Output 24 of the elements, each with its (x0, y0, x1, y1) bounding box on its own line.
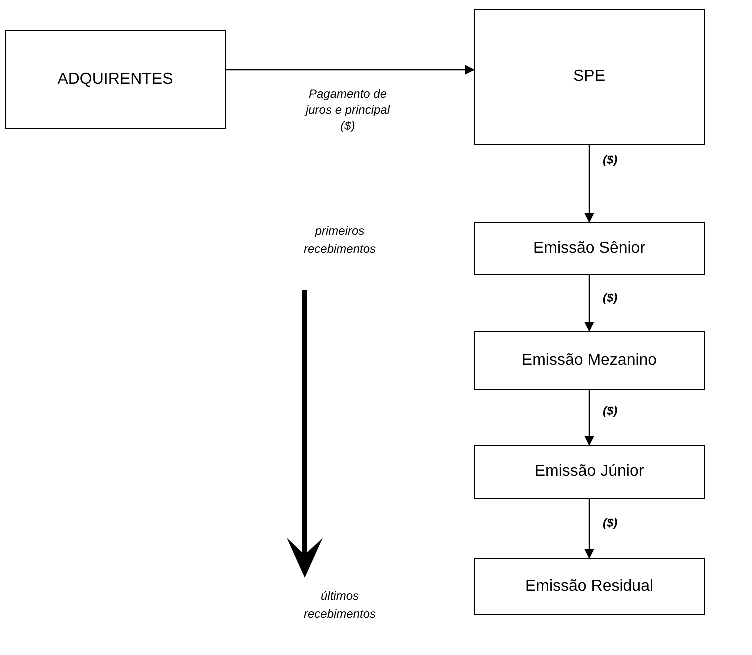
process-box (474, 222, 705, 275)
arrow (584, 145, 594, 223)
edge-label: ($) (603, 290, 619, 306)
edge-label: ($) (603, 152, 619, 168)
process-box (474, 9, 705, 145)
box-text: Emissão Júnior (534, 462, 644, 482)
process-box (474, 445, 705, 499)
box-text: ADQUIRENTES (58, 70, 174, 90)
edge-label: ($) (603, 515, 619, 531)
box-text: Emissão Mezanino (522, 350, 658, 370)
process-box (474, 331, 705, 390)
note-text: últimos recebimentos (302, 588, 378, 623)
arrow (584, 390, 594, 446)
process-box (5, 30, 226, 129)
box-text: SPE (573, 67, 606, 87)
edge-label: ($) (603, 403, 619, 419)
process-box (474, 558, 705, 615)
note-text: primeiros recebimentos (302, 223, 378, 258)
box-text: Emissão Residual (525, 576, 654, 596)
edge-label: Pagamento de juros e principal ($) (304, 86, 392, 134)
box-text: Emissão Sênior (533, 238, 646, 258)
arrow (226, 65, 475, 75)
arrow (584, 275, 594, 332)
arrow (584, 499, 594, 559)
